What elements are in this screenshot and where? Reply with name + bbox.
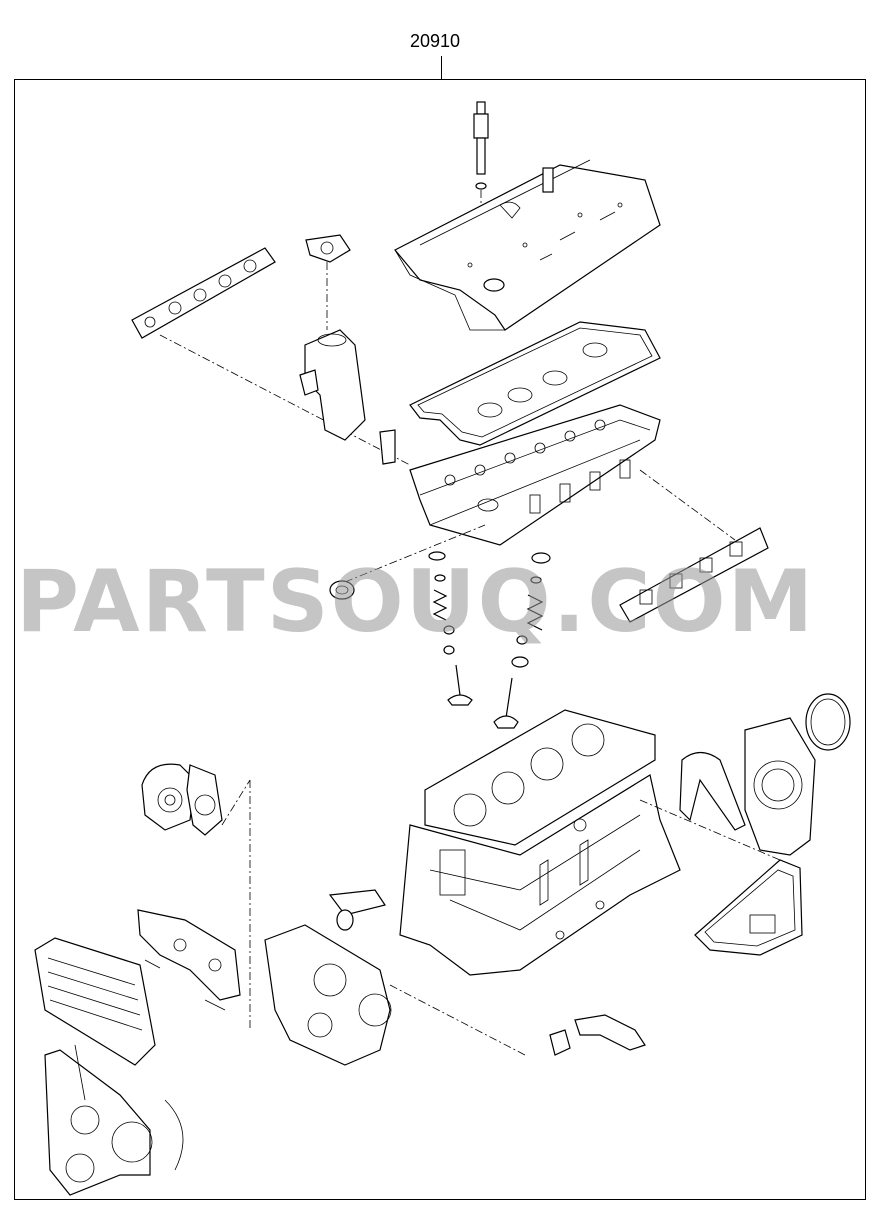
diagram-frame [14,79,866,1200]
intake-manifold-gasket[interactable] [131,247,411,466]
oil-pump-connector[interactable] [328,889,386,931]
valve-spring-left[interactable] [428,551,455,655]
injector[interactable] [473,101,489,285]
cylinder-block[interactable] [399,774,781,976]
timing-cover-lower[interactable] [44,1044,184,1196]
water-inlet-gasket[interactable] [549,1029,571,1056]
water-inlet-pipe[interactable] [574,1014,646,1051]
oil-cooler-gasket[interactable] [694,859,803,956]
thermostat-gasket[interactable] [305,234,351,330]
camshaft-oil-seal[interactable] [329,580,355,600]
exhaust-manifold-gasket[interactable] [619,527,769,623]
rear-oil-seal-gasket[interactable] [679,751,746,831]
watermark: PARTSOUQ.COM [16,552,816,652]
water-pump-gasket[interactable] [186,764,251,1030]
rear-oil-seal-case[interactable] [744,717,816,856]
part-number-leader-line [441,56,442,80]
rear-oil-seal-ring[interactable] [805,693,851,751]
part-number-label[interactable]: 20910 [410,31,461,51]
valve-spring-right[interactable] [511,552,551,668]
front-case-gasket[interactable] [137,909,241,1011]
exhaust-valve[interactable] [447,664,473,706]
timing-cover-upper[interactable] [34,937,156,1066]
cylinder-head[interactable] [344,404,736,583]
cylinder-head-cover[interactable] [394,159,661,331]
cylinder-head-gasket[interactable] [424,709,656,846]
intake-valve[interactable] [493,677,519,729]
front-case[interactable] [264,924,526,1066]
head-cover-gasket[interactable] [409,321,661,446]
water-outlet-housing[interactable] [299,329,396,465]
water-pump[interactable] [141,763,196,831]
